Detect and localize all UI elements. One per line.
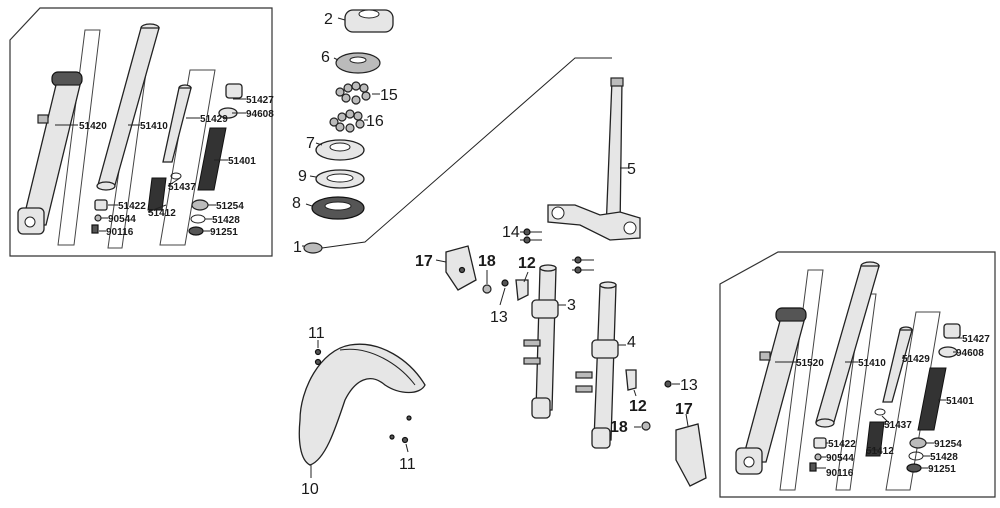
- right-label-51410: 51410: [858, 358, 886, 369]
- left-label-51422: 51422: [118, 201, 146, 212]
- right-inner-tube-drawing: [815, 261, 880, 428]
- part-16-ball-bearings: [329, 109, 365, 133]
- left-label-51427: 51427: [246, 95, 274, 106]
- left-leader-lines: [55, 98, 246, 232]
- part-14-bolts: [520, 228, 594, 274]
- part-label-11-lower: 11: [399, 456, 416, 473]
- part-label-18-lower: 18: [610, 419, 628, 436]
- part-13-screw-lower: [664, 380, 672, 388]
- right-label-51437: 51437: [884, 420, 912, 431]
- part-label-3: 3: [567, 297, 576, 314]
- part-1-washer: [303, 242, 323, 254]
- left-label-94608: 94608: [246, 109, 274, 120]
- part-label-17-lower: 17: [675, 401, 693, 418]
- part-label-18-upper: 18: [478, 253, 496, 270]
- steering-stem-assembly: 5 14 3: [298, 77, 707, 498]
- right-label-51428: 51428: [930, 452, 958, 463]
- right-guide-strip-2: [835, 293, 877, 491]
- left-label-51254: 51254: [216, 201, 244, 212]
- stem-guide-line: [321, 57, 612, 249]
- right-label-91254: 91254: [934, 439, 962, 450]
- right-guide-strip-1: [779, 269, 824, 491]
- part-label-7: 7: [306, 135, 315, 152]
- part-label-14: 14: [502, 224, 520, 241]
- part-13-screw-upper: [501, 279, 509, 287]
- right-small-parts-drawing: [809, 408, 927, 473]
- right-guide-strip-3: [885, 311, 941, 491]
- right-label-91251: 91251: [928, 464, 956, 475]
- part-3-fork-leg: [523, 264, 559, 419]
- part-12-bracket-upper: [515, 279, 529, 302]
- part-label-2: 2: [324, 11, 333, 28]
- right-label-90544: 90544: [826, 453, 854, 464]
- right-label-90116: 90116: [826, 468, 854, 479]
- part-10-front-fender: [298, 343, 426, 466]
- right-label-51401: 51401: [946, 396, 974, 407]
- part-label-12-upper: 12: [518, 255, 536, 272]
- part-label-1: 1: [293, 239, 302, 256]
- right-label-51520: 51520: [796, 358, 824, 369]
- right-fork-panel: 51520 51410 51429 51427 94608 51401 5143…: [719, 251, 996, 498]
- left-label-90544: 90544: [108, 214, 136, 225]
- left-spring-drawing: [147, 127, 227, 211]
- part-17-guard-lower: [675, 423, 707, 487]
- right-label-51412: 51412: [866, 446, 894, 457]
- part-label-16: 16: [366, 113, 384, 130]
- part-label-8: 8: [292, 195, 301, 212]
- left-inner-tube-drawing: [96, 23, 160, 191]
- part-label-17-upper: 17: [415, 253, 433, 270]
- part-11-screw-upper: [314, 348, 322, 356]
- part-label-12-lower: 12: [629, 398, 647, 415]
- left-label-51401: 51401: [228, 156, 256, 167]
- part-label-13-lower: 13: [680, 377, 698, 394]
- part-label-5: 5: [627, 161, 636, 178]
- part-label-15: 15: [380, 87, 398, 104]
- left-label-51420: 51420: [79, 121, 107, 132]
- part-label-10: 10: [301, 481, 319, 498]
- left-fork-panel: 51420 51410 51429 51427 94608 51401 5143…: [9, 7, 274, 257]
- part-12-bracket-lower: [625, 369, 637, 391]
- part-5-stem: [605, 79, 623, 231]
- right-fork-slider-drawing: [735, 307, 807, 475]
- right-label-94608: 94608: [956, 348, 984, 359]
- part-11-screw-lower: [401, 436, 409, 444]
- left-label-91251: 91251: [210, 227, 238, 238]
- part-18-nut-lower: [641, 421, 651, 431]
- left-label-51410: 51410: [140, 121, 168, 132]
- triple-clamp: [547, 204, 641, 241]
- part-4-fork-leg: [575, 281, 619, 449]
- part-label-4: 4: [627, 334, 636, 351]
- left-label-51412: 51412: [148, 208, 176, 219]
- left-label-51428: 51428: [212, 215, 240, 226]
- part-15-ball-bearings: [335, 81, 371, 105]
- right-top-caps-drawing: [938, 323, 961, 358]
- steering-bearing-stack: 2 6 15 16 7 9: [292, 9, 612, 256]
- right-label-51429: 51429: [902, 354, 930, 365]
- right-label-51427: 51427: [962, 334, 990, 345]
- part-label-13-upper: 13: [490, 309, 508, 326]
- left-label-51429: 51429: [200, 114, 228, 125]
- right-leader-lines: [775, 337, 962, 469]
- part-label-9: 9: [298, 168, 307, 185]
- left-fork-slider-drawing: [17, 71, 83, 235]
- left-damper-rod-drawing: [162, 84, 192, 163]
- right-spring-drawing: [865, 367, 947, 457]
- left-label-51437: 51437: [168, 182, 196, 193]
- right-label-51422: 51422: [828, 439, 856, 450]
- left-top-caps-drawing: [218, 83, 243, 119]
- left-label-90116: 90116: [106, 227, 134, 238]
- part-label-6: 6: [321, 49, 330, 66]
- part-label-11-upper: 11: [308, 325, 325, 342]
- right-damper-rod-drawing: [882, 326, 913, 403]
- part-18-nut-upper: [482, 284, 492, 294]
